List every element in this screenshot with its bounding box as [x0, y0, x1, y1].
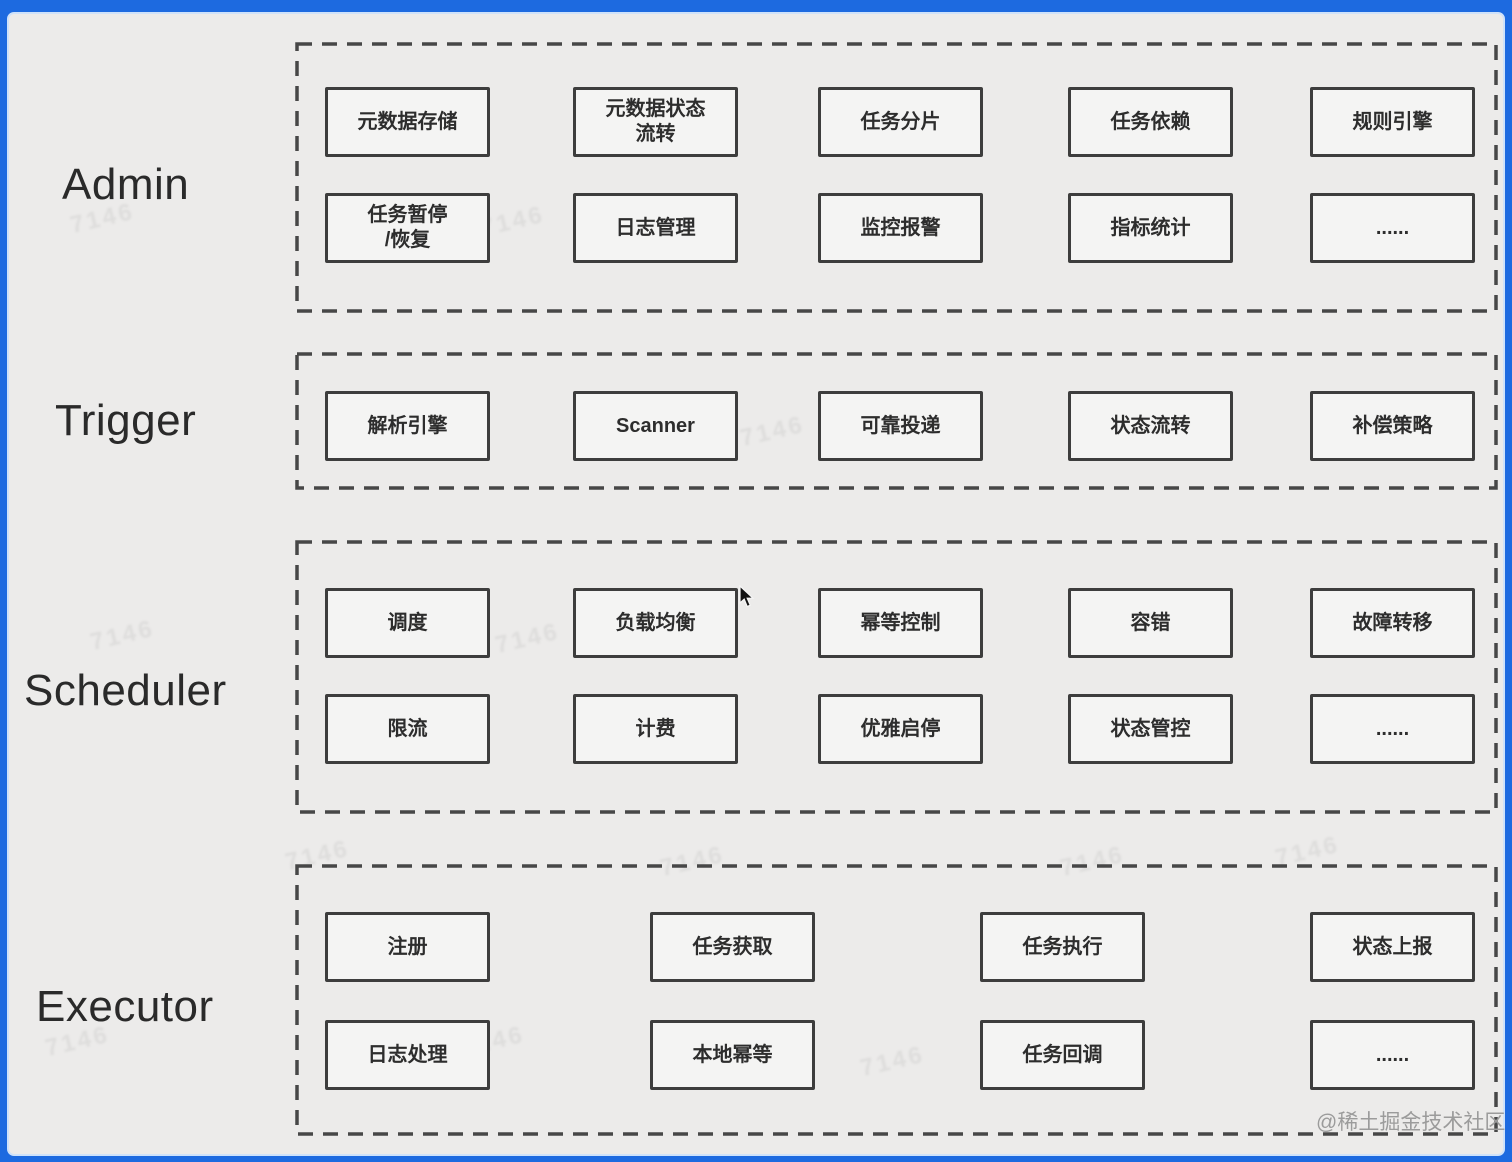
section-label-admin: Admin [62, 160, 190, 209]
module-box: 状态管控 [1068, 694, 1233, 764]
module-box: 日志处理 [325, 1020, 490, 1090]
module-box: 调度 [325, 588, 490, 658]
module-box: 计费 [573, 694, 738, 764]
section-label-scheduler: Scheduler [24, 666, 227, 715]
module-box: 元数据存储 [325, 87, 490, 157]
module-box: 任务分片 [818, 87, 983, 157]
footer-watermark: @稀土掘金技术社区 [1316, 1111, 1506, 1134]
scheduler-section-frame [295, 540, 1498, 814]
section-label-trigger: Trigger [55, 396, 197, 445]
module-box: 任务获取 [650, 912, 815, 982]
module-box: 状态流转 [1068, 391, 1233, 461]
section-label-executor: Executor [36, 982, 214, 1031]
mouse-cursor [737, 584, 759, 614]
module-box: 状态上报 [1310, 912, 1475, 982]
dashed-border [295, 864, 1498, 1136]
module-box: 负载均衡 [573, 588, 738, 658]
module-box: 任务暂停 /恢复 [325, 193, 490, 263]
module-box: ...... [1310, 694, 1475, 764]
module-box: Scanner [573, 391, 738, 461]
module-box: 任务依赖 [1068, 87, 1233, 157]
module-box: 注册 [325, 912, 490, 982]
module-box: 任务执行 [980, 912, 1145, 982]
module-box: ...... [1310, 193, 1475, 263]
module-box: 本地幂等 [650, 1020, 815, 1090]
module-box: 解析引擎 [325, 391, 490, 461]
admin-section-frame [295, 42, 1498, 313]
module-box: 故障转移 [1310, 588, 1475, 658]
module-box: 规则引擎 [1310, 87, 1475, 157]
module-box: 容错 [1068, 588, 1233, 658]
module-box: 优雅启停 [818, 694, 983, 764]
module-box: 任务回调 [980, 1020, 1145, 1090]
dashed-border [295, 42, 1498, 313]
module-box: 指标统计 [1068, 193, 1233, 263]
module-box: 监控报警 [818, 193, 983, 263]
module-box: 元数据状态 流转 [573, 87, 738, 157]
module-box: 日志管理 [573, 193, 738, 263]
dashed-border [295, 352, 1498, 490]
module-box: 补偿策略 [1310, 391, 1475, 461]
module-box: 可靠投递 [818, 391, 983, 461]
dashed-border [295, 540, 1498, 814]
module-box: ...... [1310, 1020, 1475, 1090]
module-box: 幂等控制 [818, 588, 983, 658]
executor-section-frame [295, 864, 1498, 1136]
module-box: 限流 [325, 694, 490, 764]
trigger-section-frame [295, 352, 1498, 490]
